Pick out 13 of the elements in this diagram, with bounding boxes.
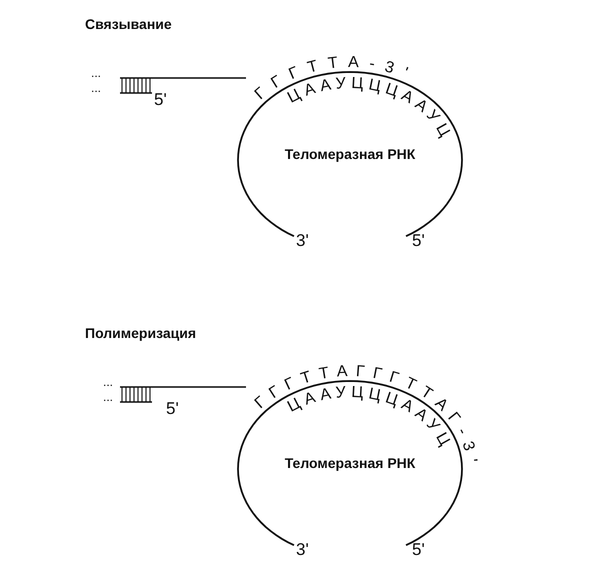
continuation-dots: ... — [91, 82, 102, 94]
strand-end-label: 5' — [166, 400, 179, 417]
strand-end-label: 5' — [154, 91, 167, 108]
panel-title: Связывание — [85, 17, 172, 31]
strand-end-label: 3' — [296, 232, 309, 249]
continuation-dots: ... — [103, 376, 114, 388]
strand-end-label: 5' — [412, 541, 425, 558]
panel-title: Полимеризация — [85, 326, 196, 340]
continuation-dots: ... — [103, 391, 114, 403]
strand-end-label: 5' — [412, 232, 425, 249]
continuation-dots: ... — [91, 67, 102, 79]
loop-label: Теломеразная РНК — [284, 146, 416, 162]
strand-end-label: 3' — [296, 541, 309, 558]
